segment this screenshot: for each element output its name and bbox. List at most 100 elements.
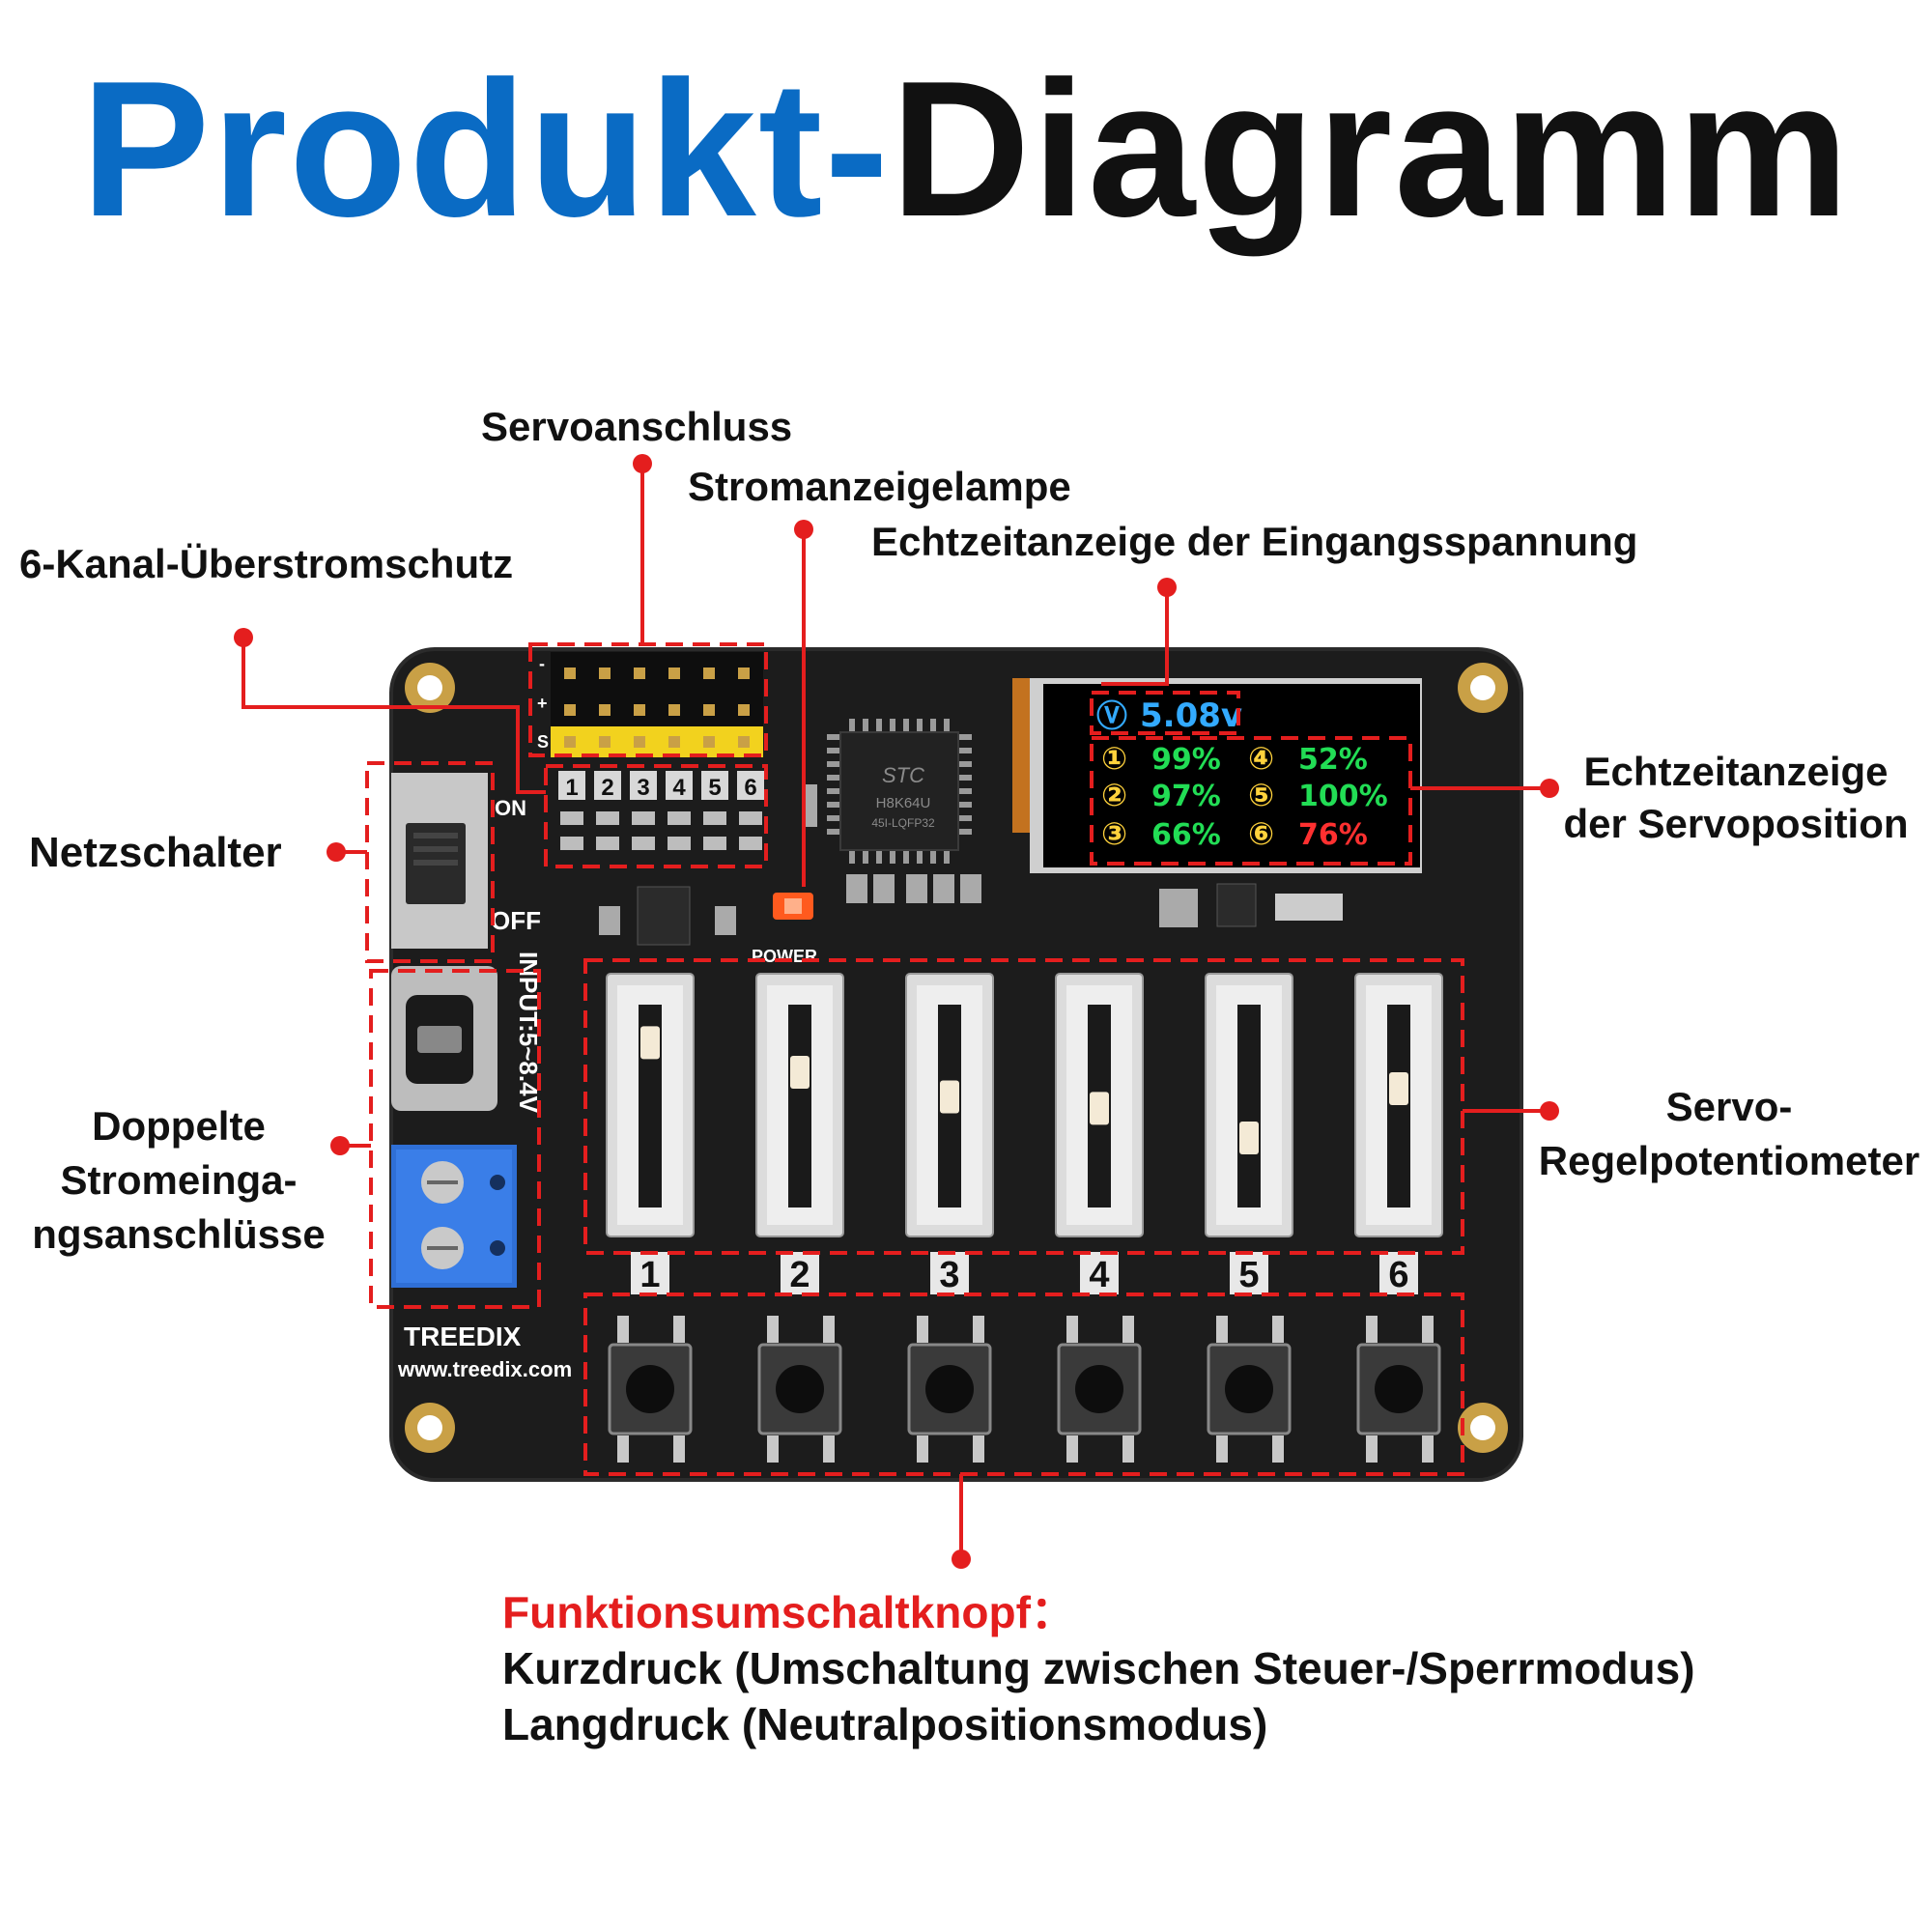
button-cap[interactable]	[776, 1365, 824, 1413]
button-cap[interactable]	[1225, 1365, 1273, 1413]
title-part-black: Diagramm	[891, 42, 1852, 257]
header-pin	[599, 704, 611, 716]
terminal-block	[391, 1145, 517, 1288]
slider-knob[interactable]	[790, 1056, 810, 1089]
button-cap[interactable]	[1375, 1365, 1423, 1413]
slider-potentiometers	[606, 973, 1443, 1237]
channel-label-pad	[594, 771, 621, 800]
fuse	[632, 837, 655, 850]
mounting-holes	[405, 663, 1508, 1453]
header-pins	[564, 668, 750, 748]
label-dual-input-line1: Doppelte	[92, 1103, 266, 1149]
slider-knob[interactable]	[1239, 1122, 1259, 1154]
fuse	[596, 837, 619, 850]
header-pin	[703, 736, 715, 748]
lcd-channel-value: 99%	[1151, 743, 1221, 777]
function-button[interactable]	[1356, 1316, 1441, 1463]
channel-label-bg	[1080, 1252, 1119, 1294]
label-servo-port: Servoanschluss	[481, 404, 793, 449]
lcd-channel-number: ⑤	[1248, 777, 1274, 813]
label-dual-input: Doppelte Stromeinga- ngsanschlüsse	[10, 1099, 348, 1262]
header-pin	[634, 668, 645, 679]
fuse	[632, 811, 655, 825]
header-channel-number: 3	[637, 775, 649, 801]
label-servo-position-line2: der Servoposition	[1563, 801, 1909, 846]
off-label: OFF	[491, 906, 541, 935]
header-row-signal: S	[537, 732, 549, 752]
header-pin	[564, 736, 576, 748]
power-switch[interactable]	[391, 773, 488, 949]
header-row-minus: -	[539, 654, 545, 673]
fuse	[560, 811, 583, 825]
header-channel-number: 5	[708, 775, 721, 801]
channel-number: 1	[639, 1255, 660, 1295]
chip-sub: 45I-LQFP32	[871, 816, 935, 830]
button-cap[interactable]	[1075, 1365, 1123, 1413]
channel-label-bg	[1379, 1252, 1418, 1294]
channel-label-pad	[666, 771, 693, 800]
function-button-description: Funktionsumschaltknopf： Kurzdruck (Umsch…	[502, 1584, 1695, 1752]
header-pin	[738, 668, 750, 679]
button-cap[interactable]	[925, 1365, 974, 1413]
slider-track	[1237, 1005, 1261, 1208]
header-pin	[599, 668, 611, 679]
function-button[interactable]	[608, 1316, 693, 1463]
header-pin	[738, 736, 750, 748]
function-button-colon: ：	[1030, 1587, 1075, 1637]
header-pin	[634, 704, 645, 716]
lcd-channel-value: 76%	[1298, 818, 1368, 852]
header-channel-number: 2	[601, 775, 613, 801]
usb-c-port	[391, 966, 497, 1111]
header-pin	[564, 668, 576, 679]
function-button-line2: Langdruck (Neutralpositionsmodus)	[502, 1699, 1268, 1749]
lcd-channel-number: ⑥	[1248, 815, 1274, 852]
callout-dots	[234, 454, 1559, 1569]
slider-knob[interactable]	[1389, 1072, 1408, 1105]
fuse	[668, 811, 691, 825]
lcd-channel-number: ①	[1101, 740, 1127, 777]
function-button[interactable]	[757, 1316, 842, 1463]
channel-label-bg	[1230, 1252, 1268, 1294]
function-button[interactable]	[1207, 1316, 1292, 1463]
slider-knob[interactable]	[640, 1026, 660, 1060]
header-pin	[738, 704, 750, 716]
callout-lines	[242, 464, 1549, 1559]
slider-track	[788, 1005, 811, 1208]
channel-number: 6	[1388, 1255, 1408, 1295]
on-label: ON	[495, 796, 526, 820]
slider-track	[1387, 1005, 1410, 1208]
fuse	[668, 837, 691, 850]
button-cap[interactable]	[626, 1365, 674, 1413]
header-channel-number: 6	[744, 775, 756, 801]
website-text: www.treedix.com	[397, 1357, 572, 1381]
label-servo-pot: Servo- Regelpotentiometer	[1531, 1080, 1927, 1188]
channel-number: 4	[1089, 1255, 1109, 1295]
lcd-channel-number: ④	[1248, 740, 1274, 777]
label-servo-pot-line1: Servo-	[1665, 1084, 1793, 1129]
header-pin	[599, 736, 611, 748]
function-button[interactable]	[1057, 1316, 1142, 1463]
channel-number: 3	[939, 1255, 959, 1295]
lcd-channel-value: 97%	[1151, 780, 1221, 813]
page-title: Produkt-Diagramm	[0, 53, 1932, 246]
label-servo-position-line1: Echtzeitanzeige	[1583, 749, 1889, 794]
lcd-channel-number: ③	[1101, 815, 1127, 852]
channel-label-bg	[781, 1252, 819, 1294]
callout-boxes	[365, 642, 1464, 1476]
lcd-channel-value: 66%	[1151, 818, 1221, 852]
header-pin	[668, 704, 680, 716]
slider-knob[interactable]	[1090, 1092, 1109, 1125]
function-button[interactable]	[907, 1316, 992, 1463]
title-part-blue: Produkt-	[80, 42, 892, 257]
lcd-voltage: 5.08v	[1140, 696, 1242, 735]
fuse	[739, 811, 762, 825]
slider-knob[interactable]	[940, 1080, 959, 1114]
mcu-chip: STC H8K64U 45I-LQFP32	[827, 719, 972, 864]
function-button-heading: Funktionsumschaltknopf	[502, 1587, 1031, 1637]
header-pin	[668, 736, 680, 748]
lcd-channel-value: 52%	[1298, 743, 1368, 777]
function-button-line1: Kurzdruck (Umschaltung zwischen Steuer-/…	[502, 1643, 1695, 1693]
